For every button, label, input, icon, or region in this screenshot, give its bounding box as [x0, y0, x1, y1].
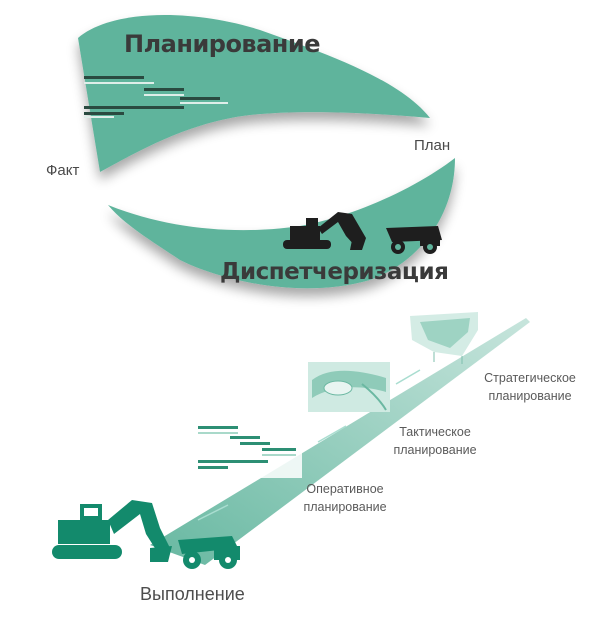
excavator-icon	[283, 212, 366, 250]
planning-leaf	[78, 15, 430, 172]
large-dump-truck-icon	[178, 536, 240, 569]
operational-gantt-icon	[196, 420, 302, 478]
tactical-line1: Тактическое	[399, 425, 471, 439]
dispatch-leaf	[108, 158, 455, 289]
fact-label: Факт	[46, 162, 80, 179]
dispatch-title: Диспетчеризация	[220, 259, 449, 285]
gantt-chart-icon	[84, 76, 228, 118]
beam-arrows	[197, 369, 421, 521]
strategic-line2: планирование	[488, 389, 572, 403]
strategic-planning-label: Стратегическое планирование	[470, 369, 590, 405]
execution-label: Выполнение	[140, 584, 245, 604]
operational-planning-label: Оперативное планирование	[290, 480, 400, 516]
dump-truck-icon	[386, 226, 442, 254]
planning-horizon-beam	[150, 318, 530, 565]
operational-line1: Оперативное	[306, 482, 384, 496]
pit-map-icon	[308, 362, 390, 412]
operational-line2: планирование	[303, 500, 387, 514]
plan-label: План	[414, 137, 451, 154]
tactical-line2: планирование	[393, 443, 477, 457]
mine-model-icon	[410, 312, 478, 364]
tactical-planning-label: Тактическое планирование	[380, 423, 490, 459]
planning-title: Планирование	[124, 30, 320, 58]
large-excavator-icon	[52, 500, 172, 562]
strategic-line1: Стратегическое	[484, 371, 576, 385]
